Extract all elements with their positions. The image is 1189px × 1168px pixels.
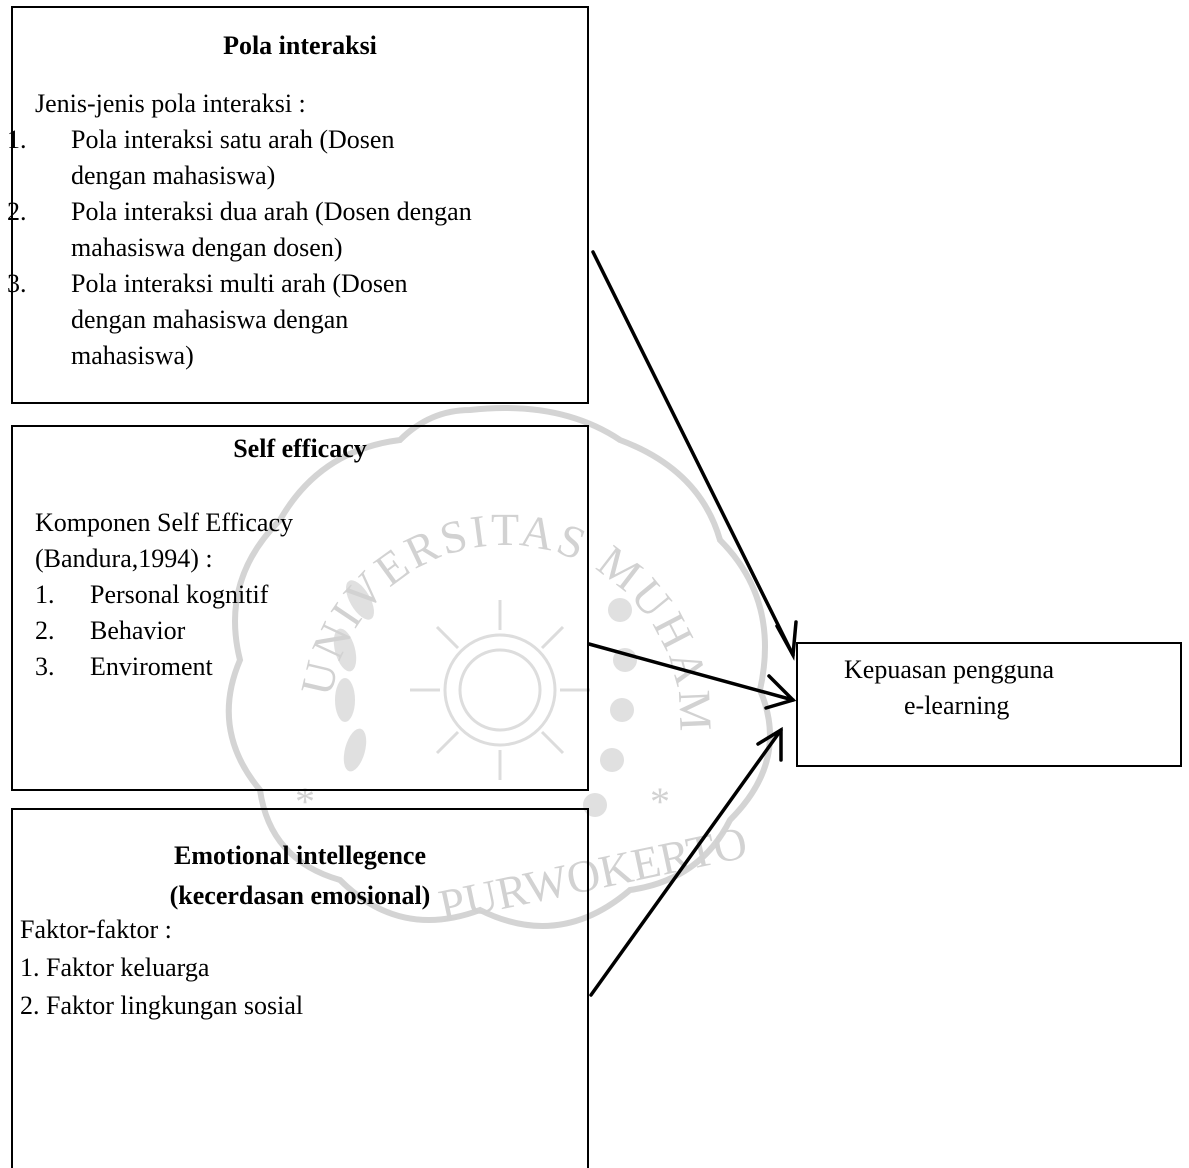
pola-interaksi-title: Pola interaksi bbox=[223, 31, 377, 60]
emotional-intelligence-box: Emotional intellegence (kecerdasan emosi… bbox=[11, 808, 589, 1168]
list-item-number: 3. bbox=[35, 652, 55, 681]
list-item-label: Personal kognitif bbox=[90, 580, 269, 609]
list-item-number: 1. bbox=[35, 580, 55, 609]
list-item: 3. Enviroment bbox=[13, 649, 589, 685]
list-item-line: dengan mahasiswa dengan bbox=[71, 305, 349, 334]
list-item-number: 3. bbox=[7, 269, 27, 298]
emotional-intelligence-intro: Faktor-faktor : bbox=[20, 915, 172, 944]
self-efficacy-box: Self efficacy Komponen Self Efficacy (Ba… bbox=[11, 425, 589, 791]
list-item: 2. Behavior bbox=[13, 613, 589, 649]
self-efficacy-title: Self efficacy bbox=[233, 434, 367, 463]
list-item: 1. Personal kognitif bbox=[13, 577, 589, 613]
list-item: 2. Faktor lingkungan sosial bbox=[20, 991, 304, 1020]
arrow-self-efficacy-to-kepuasan bbox=[587, 642, 797, 710]
list-item-line: mahasiswa dengan dosen) bbox=[71, 233, 343, 262]
self-efficacy-intro-source: (Bandura,1994) : bbox=[35, 544, 213, 573]
list-item: 1. Pola interaksi satu arah (Dosen denga… bbox=[7, 122, 589, 194]
list-item-line: Pola interaksi dua arah (Dosen dengan bbox=[71, 197, 472, 226]
emotional-intelligence-subtitle: (kecerdasan emosional) bbox=[169, 881, 431, 910]
pola-interaksi-intro: Jenis-jenis pola interaksi : bbox=[35, 89, 306, 118]
list-item-line: mahasiswa) bbox=[71, 341, 194, 370]
kepuasan-pengguna-box: Kepuasan pengguna e-learning bbox=[796, 642, 1182, 767]
list-item-line: Pola interaksi multi arah (Dosen bbox=[71, 269, 408, 298]
emotional-intelligence-title: Emotional intellegence bbox=[173, 841, 426, 870]
kepuasan-pengguna-label-line2: e-learning bbox=[904, 691, 1010, 720]
list-item: 2. Pola interaksi dua arah (Dosen dengan… bbox=[7, 194, 589, 266]
list-item-number: 1. bbox=[7, 125, 27, 154]
list-item-label: Behavior bbox=[90, 616, 186, 645]
list-item-number: 2. bbox=[7, 197, 27, 226]
list-item-line: dengan mahasiswa) bbox=[71, 161, 276, 190]
pola-interaksi-list: 1. Pola interaksi satu arah (Dosen denga… bbox=[7, 122, 589, 374]
list-item-number: 2. bbox=[35, 616, 55, 645]
list-item: 1. Faktor keluarga bbox=[20, 953, 210, 982]
kepuasan-pengguna-label: Kepuasan pengguna bbox=[844, 655, 1055, 684]
list-item-line: Pola interaksi satu arah (Dosen bbox=[71, 125, 395, 154]
list-item-label: Enviroment bbox=[90, 652, 213, 681]
self-efficacy-list: 1. Personal kognitif 2. Behavior 3. Envi… bbox=[13, 577, 589, 685]
arrow-emotional-to-kepuasan bbox=[589, 726, 783, 997]
self-efficacy-intro: Komponen Self Efficacy bbox=[35, 508, 293, 537]
list-item: 3. Pola interaksi multi arah (Dosen deng… bbox=[7, 266, 589, 374]
svg-text:*: * bbox=[650, 779, 670, 824]
arrow-pola-to-kepuasan bbox=[591, 250, 798, 661]
pola-interaksi-box: Pola interaksi Jenis-jenis pola interaks… bbox=[7, 6, 589, 404]
